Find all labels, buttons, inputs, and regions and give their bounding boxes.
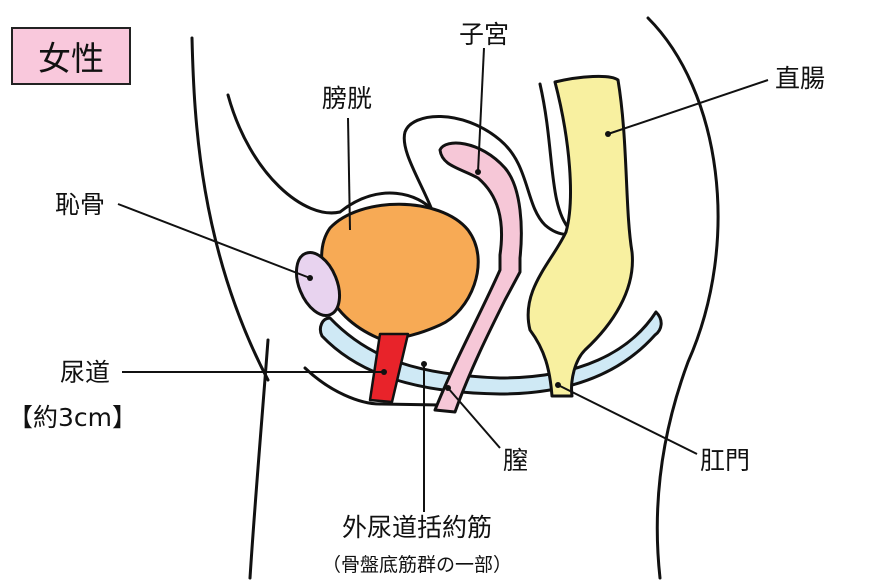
- label-rectum: 直腸: [775, 66, 825, 91]
- label-pubic-bone: 恥骨: [55, 192, 105, 217]
- label-vagina: 膣: [503, 448, 528, 473]
- front-body-contour: [192, 38, 268, 380]
- title-badge: 女性: [11, 27, 131, 85]
- bladder: [322, 204, 478, 338]
- leader-rectum: [608, 80, 768, 134]
- label-sphincter: 外尿道括約筋: [342, 515, 492, 540]
- rectum: [528, 76, 632, 396]
- label-sphincter-note: （骨盤底筋群の一部）: [322, 556, 512, 575]
- label-uterus: 子宮: [459, 22, 509, 47]
- label-urethra: 尿道: [60, 360, 110, 385]
- thigh-contour: [250, 340, 268, 578]
- label-bladder: 膀胱: [322, 86, 372, 111]
- label-anus: 肛門: [700, 448, 750, 473]
- label-urethra-length: 【約3cm】: [8, 405, 137, 430]
- leader-pubic-bone: [118, 204, 310, 278]
- back-body-contour: [648, 18, 718, 578]
- leader-vagina: [448, 388, 500, 448]
